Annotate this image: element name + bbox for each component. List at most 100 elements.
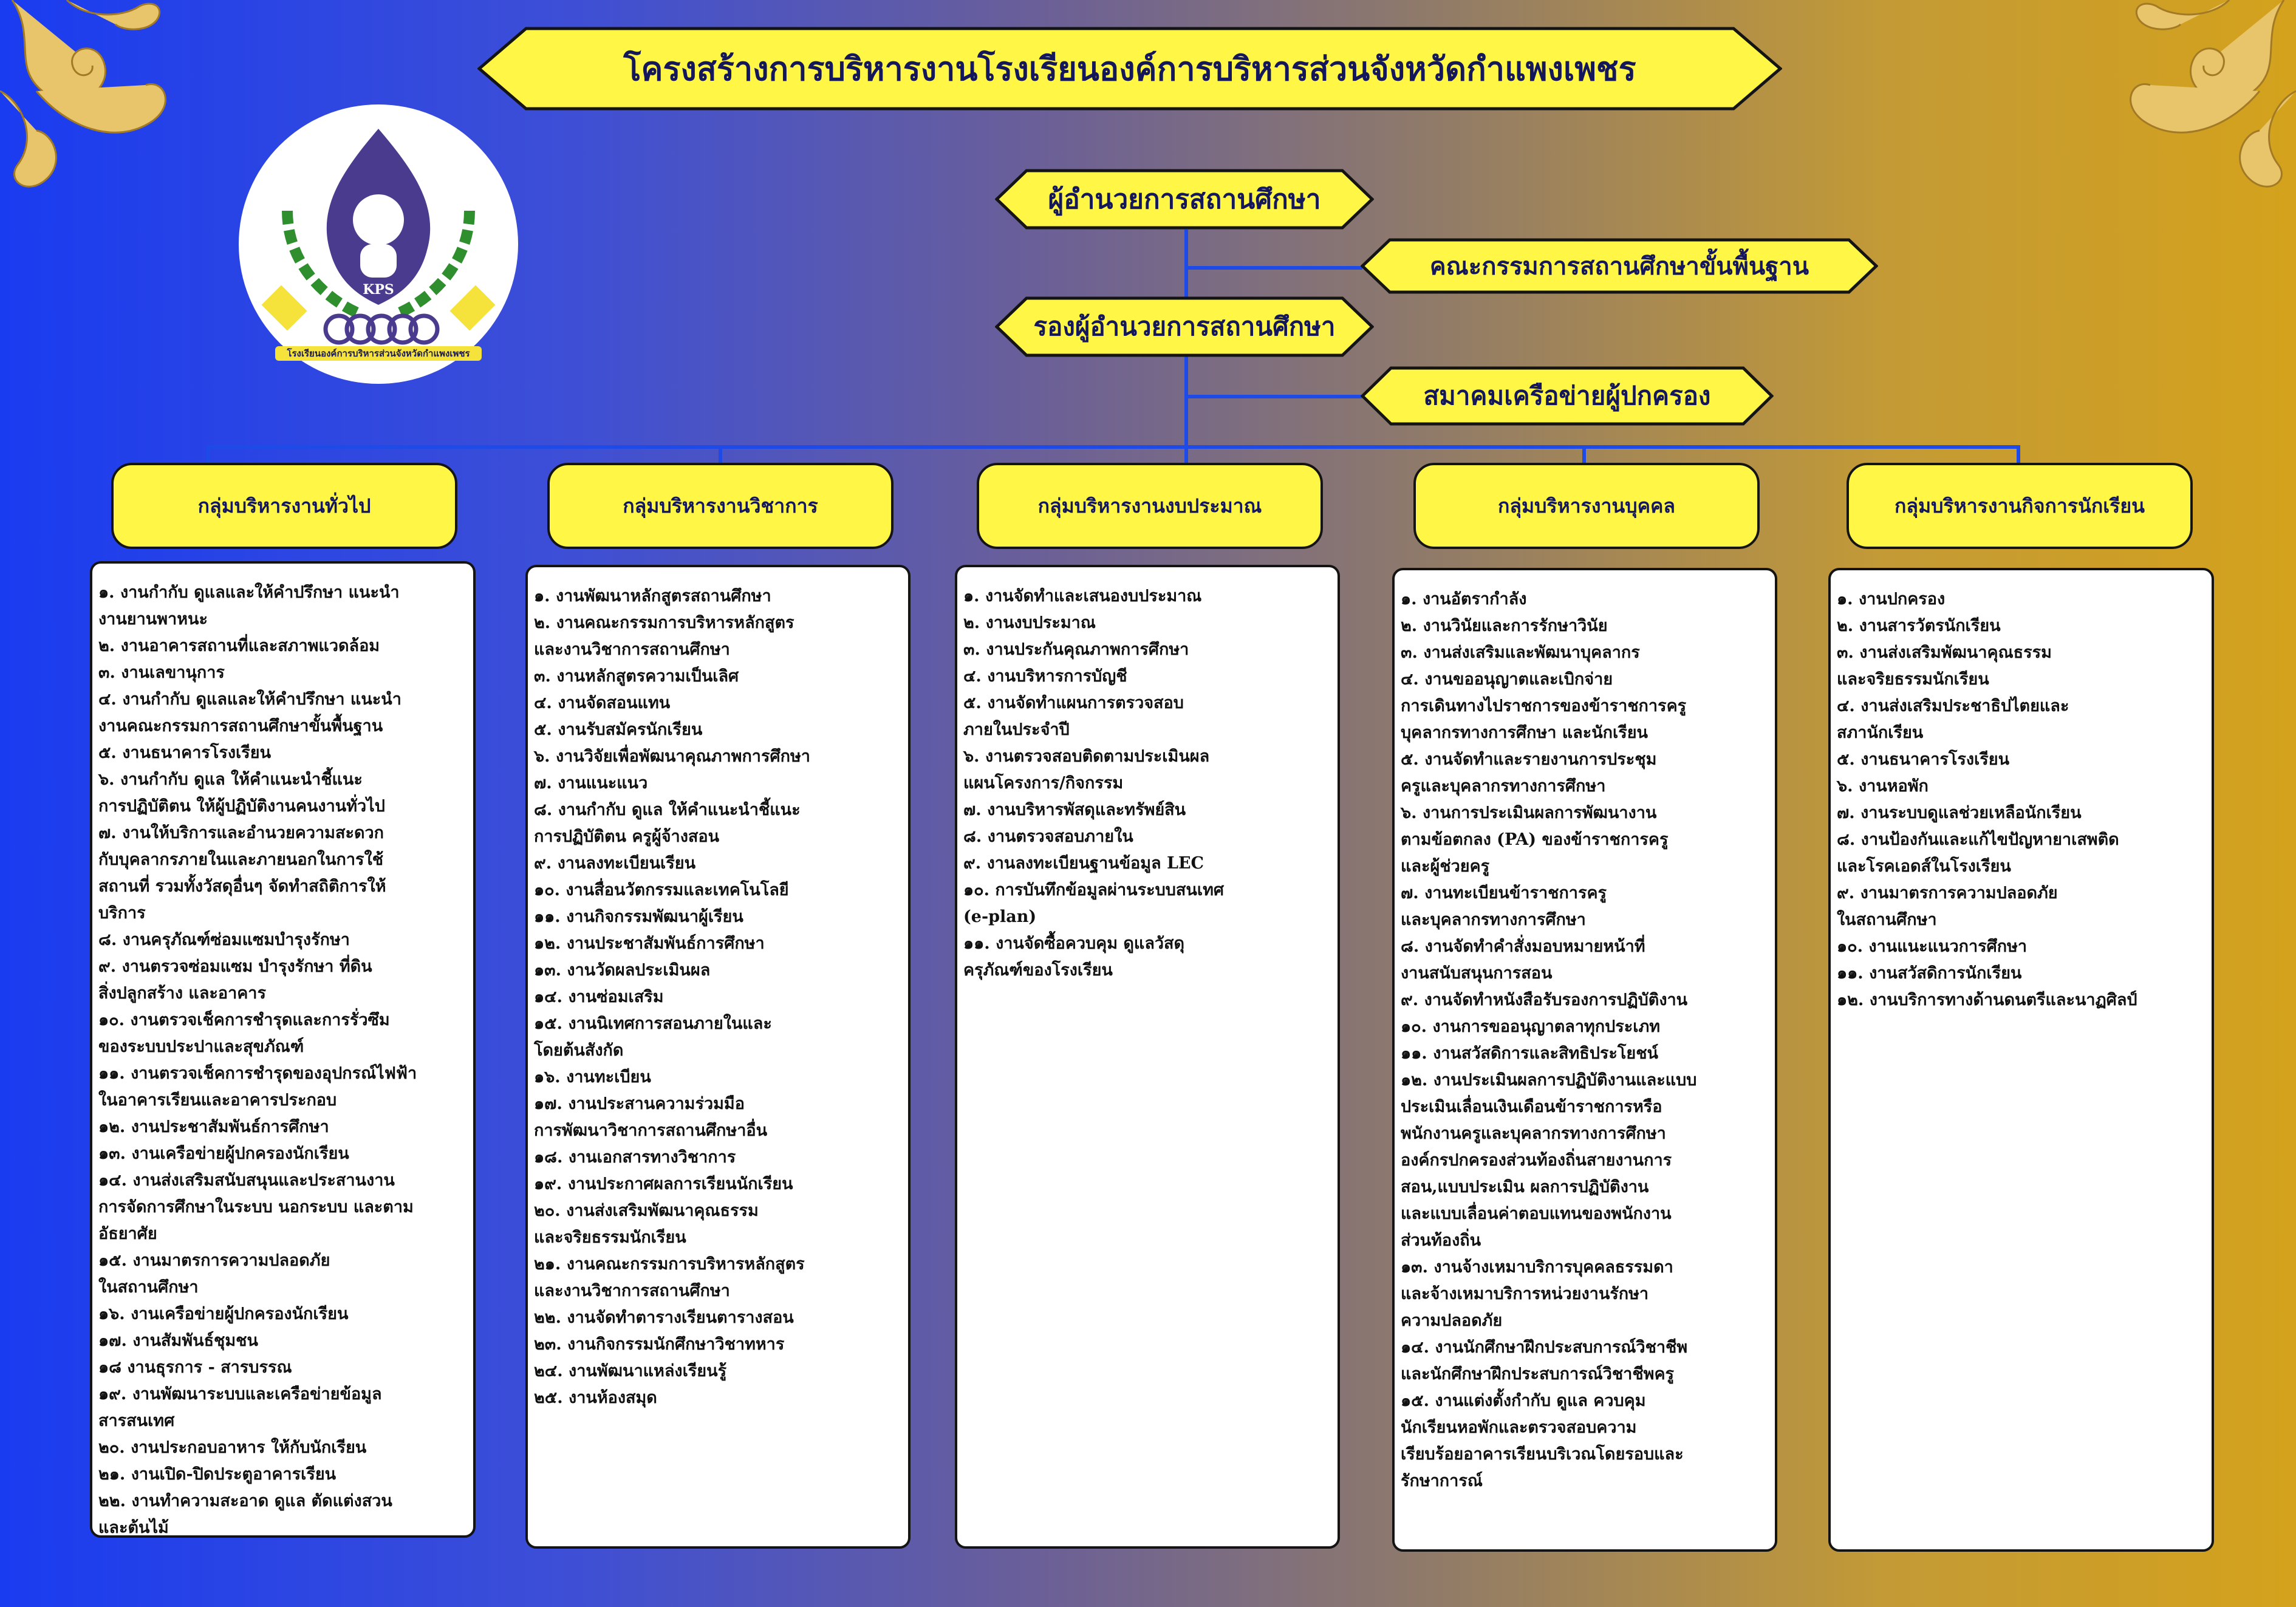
parents-network-node: สมาคมเครือข่ายผู้ปกครอง bbox=[1361, 366, 1774, 426]
deputy-label: รองผู้อำนวยการสถานศึกษา bbox=[1033, 312, 1336, 341]
task-item: ๑๕. งานนิเทศการสอนภายในและ โดยต้นสังกัด bbox=[534, 1014, 772, 1060]
task-list-budget: ๑. งานจัดทำและเสนองบประมาณ๒. งานงบประมาณ… bbox=[963, 583, 1330, 984]
task-item: ๑๙. งานพัฒนาระบบและเครือข่ายข้อมูล สารสน… bbox=[98, 1385, 382, 1430]
task-item: ๑๒. งานบริการทางด้านดนตรีและนาฏศิลป์ bbox=[1837, 991, 2137, 1009]
task-item: ๖. งานหอพัก bbox=[1837, 777, 1929, 796]
task-item: ๑๒. งานประชาสัมพันธ์การศึกษา bbox=[534, 934, 765, 953]
task-item: ๗. งานบริหารพัสดุและทรัพย์สิน bbox=[963, 800, 1186, 819]
task-item: ๕. งานธนาคารโรงเรียน bbox=[98, 743, 272, 762]
task-item: ๒. งานงบประมาณ bbox=[963, 613, 1096, 632]
logo-school-name: โรงเรียนองค์การบริหารส่วนจังหวัดกำแพงเพช… bbox=[275, 346, 482, 361]
director-node: ผู้อำนวยการสถานศึกษา bbox=[995, 169, 1374, 230]
deputy-node: รองผู้อำนวยการสถานศึกษา bbox=[995, 296, 1374, 357]
task-item: ๑๗. งานประสานความร่วมมือ การพัฒนาวิชาการ… bbox=[534, 1094, 768, 1140]
task-list-student-affairs: ๑. งานปกครอง๒. งานสารวัตรนักเรียน๓. งานส… bbox=[1837, 586, 2204, 1014]
task-item: ๒. งานวินัยและการรักษาวินัย bbox=[1401, 616, 1608, 635]
ornament-right-icon bbox=[2130, 0, 2296, 188]
director-label: ผู้อำนวยการสถานศึกษา bbox=[1048, 184, 1321, 215]
task-item: ๖. งานวิจัยเพื่อพัฒนาคุณภาพการศึกษา bbox=[534, 747, 810, 766]
connector-board bbox=[1186, 266, 1362, 270]
task-item: ๙. งานจัดทำหนังสือรับรองการปฏิบัติงาน bbox=[1401, 991, 1688, 1009]
task-item: ๑๖. งานทะเบียน bbox=[534, 1068, 651, 1087]
task-item: ๒๓. งานกิจกรรมนักศึกษาวิชาทหาร bbox=[534, 1335, 785, 1354]
task-item: ๖. งานกำกับ ดูแล ให้คำแนะนำชี้แนะ การปฏิ… bbox=[98, 770, 385, 816]
task-box-personnel: ๑. งานอัตรากำลัง๒. งานวินัยและการรักษาวิ… bbox=[1392, 568, 1777, 1552]
task-item: ๒๐. งานประกอบอาหาร ให้กับนักเรียน bbox=[98, 1438, 367, 1457]
task-item: ๘. งานครุภัณฑ์ซ่อมแซมบำรุงรักษา bbox=[98, 930, 350, 949]
connector-drop-1 bbox=[207, 445, 210, 463]
connector-drop-2 bbox=[719, 445, 722, 463]
task-item: ๕. งานรับสมัครนักเรียน bbox=[534, 720, 703, 739]
task-item: ๑๒. งานประเมินผลการปฏิบัติงานและแบบ ประเ… bbox=[1401, 1071, 1697, 1250]
task-item: ๓. งานส่งเสริมพัฒนาคุณธรรม และจริยธรรมนั… bbox=[1837, 643, 2052, 689]
task-item: ๑๔. งานซ่อมเสริม bbox=[534, 988, 664, 1006]
task-item: ๕. งานจัดทำและรายงานการประชุม ครูและบุคล… bbox=[1401, 750, 1657, 796]
task-item: ๑๐. งานตรวจเช็คการชำรุดและการรั่วซึม ของ… bbox=[98, 1011, 390, 1056]
task-item: ๑๖. งานเครือข่ายผู้ปกครองนักเรียน bbox=[98, 1305, 349, 1323]
task-item: ๔. งานบริหารการบัญชี bbox=[963, 667, 1127, 686]
task-item: ๔. งานส่งเสริมประชาธิปไตยและ สภานักเรียน bbox=[1837, 697, 2069, 742]
task-item: ๑๕. งานมาตรการความปลอดภัย ในสถานศึกษา bbox=[98, 1251, 330, 1297]
board-label: คณะกรรมการสถานศึกษาขั้นพื้นฐาน bbox=[1429, 252, 1809, 281]
connector-drop-4 bbox=[1582, 445, 1586, 463]
task-item: ๙. งานมาตรการความปลอดภัย ในสถานศึกษา bbox=[1837, 884, 2058, 929]
task-item: ๑. งานกำกับ ดูแลและให้คำปรึกษา แนะนำ งาน… bbox=[98, 583, 400, 629]
group-header-student-affairs: กลุ่มบริหารงานกิจการนักเรียน bbox=[1847, 463, 2193, 549]
task-item: ๑๒. งานประชาสัมพันธ์การศึกษา bbox=[98, 1117, 329, 1136]
task-item: ๑๐. งานแนะแนวการศึกษา bbox=[1837, 937, 2028, 956]
school-emblem-icon bbox=[261, 129, 496, 345]
task-item: ๒๔. งานพัฒนาแหล่งเรียนรู้ bbox=[534, 1362, 727, 1380]
task-item: ๙. งานลงทะเบียนเรียน bbox=[534, 854, 696, 873]
group-header-budget: กลุ่มบริหารงานงบประมาณ bbox=[977, 463, 1323, 549]
task-item: ๔. งานจัดสอนแทน bbox=[534, 694, 671, 712]
task-item: ๓. งานประกันคุณภาพการศึกษา bbox=[963, 640, 1189, 659]
group-header-personnel: กลุ่มบริหารงานบุคคล bbox=[1413, 463, 1760, 549]
connector-parents bbox=[1186, 395, 1362, 398]
task-item: ๑. งานอัตรากำลัง bbox=[1401, 590, 1527, 609]
ornament-left-icon bbox=[0, 0, 166, 188]
task-item: ๖. งานตรวจสอบติดตามประเมินผล แผนโครงการ/… bbox=[963, 747, 1210, 793]
task-box-academic: ๑. งานพัฒนาหลักสูตรสถานศึกษา๒. งานคณะกรร… bbox=[525, 565, 911, 1549]
task-item: ๘. งานตรวจสอบภายใน bbox=[963, 827, 1133, 846]
task-item: ๖. งานการประเมินผลการพัฒนางาน ตามข้อตกลง… bbox=[1401, 803, 1669, 876]
task-item: ๑๑. งานสวัสดิการและสิทธิประโยชน์ bbox=[1401, 1044, 1658, 1063]
task-item: ๑๑. งานกิจกรรมพัฒนาผู้เรียน bbox=[534, 907, 743, 926]
task-item: ๑๘. งานเอกสารทางวิชาการ bbox=[534, 1148, 736, 1167]
task-item: ๗. งานทะเบียนข้าราชการครู และบุคลากรทางก… bbox=[1401, 884, 1607, 929]
task-item: ๙. งานตรวจซ่อมแซม บำรุงรักษา ที่ดิน สิ่ง… bbox=[98, 957, 372, 1003]
task-item: ๒๑. งานคณะกรรมการบริหารหลักสูตร และงานวิ… bbox=[534, 1255, 805, 1300]
task-item: ๔. งานกำกับ ดูแลและให้คำปรึกษา แนะนำ งาน… bbox=[98, 690, 401, 735]
task-item: ๓. งานหลักสูตรความเป็นเลิศ bbox=[534, 667, 739, 686]
task-item: ๗. งานให้บริการและอำนวยความสะดวก กับบุคล… bbox=[98, 824, 386, 923]
school-logo: KPS โรงเรียนองค์การบริหารส่วนจังหวัดกำแพ… bbox=[239, 104, 518, 384]
task-item: ๒. งานอาคารสถานที่และสภาพแวดล้อม bbox=[98, 636, 380, 655]
task-item: ๒๒. งานทำความสะอาด ดูแล ตัดแต่งสวน และต้… bbox=[98, 1492, 392, 1537]
task-item: ๙. งานลงทะเบียนฐานข้อมูล LEC bbox=[963, 854, 1204, 873]
task-item: ๑๐. งานการขออนุญาตลาทุกประเภท bbox=[1401, 1017, 1661, 1036]
task-item: ๑๔. งานส่งเสริมสนับสนุนและประสานงาน การจ… bbox=[98, 1171, 414, 1243]
connector-drop-5 bbox=[2017, 445, 2020, 463]
task-item: ๑๐. งานสื่อนวัตกรรมและเทคโนโลยี bbox=[534, 881, 789, 899]
task-item: ๘. งานป้องกันและแก้ไขปัญหายาเสพติด และโร… bbox=[1837, 830, 2119, 876]
group-header-academic: กลุ่มบริหารงานวิชาการ bbox=[547, 463, 893, 549]
task-item: ๑๑. งานสวัสดิการนักเรียน bbox=[1837, 964, 2022, 983]
task-item: ๑๑. งานจัดซื้อควบคุม ดูแลวัสดุ ครุภัณฑ์ข… bbox=[963, 934, 1185, 980]
task-item: ๕. งานจัดทำแผนการตรวจสอบ ภายในประจำปี bbox=[963, 694, 1184, 739]
task-item: ๑๑. งานตรวจเช็คการชำรุดของอุปกรณ์ไฟฟ้า ใ… bbox=[98, 1064, 417, 1110]
task-item: ๑๓. งานวัดผลประเมินผล bbox=[534, 961, 711, 980]
task-item: ๑๗. งานสัมพันธ์ชุมชน bbox=[98, 1331, 258, 1350]
task-box-student-affairs: ๑. งานปกครอง๒. งานสารวัตรนักเรียน๓. งานส… bbox=[1828, 568, 2214, 1552]
connector-drop-3 bbox=[1184, 445, 1188, 463]
task-item: ๒๐. งานส่งเสริมพัฒนาคุณธรรม และจริยธรรมน… bbox=[534, 1201, 759, 1247]
task-item: ๒. งานสารวัตรนักเรียน bbox=[1837, 616, 2001, 635]
task-item: ๑๓. งานเครือข่ายผู้ปกครองนักเรียน bbox=[98, 1144, 349, 1163]
task-box-budget: ๑. งานจัดทำและเสนองบประมาณ๒. งานงบประมาณ… bbox=[955, 565, 1340, 1549]
parents-network-label: สมาคมเครือข่ายผู้ปกครอง bbox=[1423, 381, 1711, 411]
task-item: ๑. งานจัดทำและเสนองบประมาณ bbox=[963, 587, 1202, 606]
task-item: ๒๑. งานเปิด-ปิดประตูอาคารเรียน bbox=[98, 1465, 337, 1484]
task-item: ๑๓. งานจ้างเหมาบริการบุคคลธรรมดา และจ้าง… bbox=[1401, 1258, 1673, 1330]
task-item: ๑. งานพัฒนาหลักสูตรสถานศึกษา bbox=[534, 587, 771, 606]
task-list-personnel: ๑. งานอัตรากำลัง๒. งานวินัยและการรักษาวิ… bbox=[1401, 586, 1768, 1495]
task-item: ๕. งานธนาคารโรงเรียน bbox=[1837, 750, 2010, 769]
task-item: ๒๒. งานจัดทำตารางเรียนตารางสอน bbox=[534, 1308, 794, 1327]
